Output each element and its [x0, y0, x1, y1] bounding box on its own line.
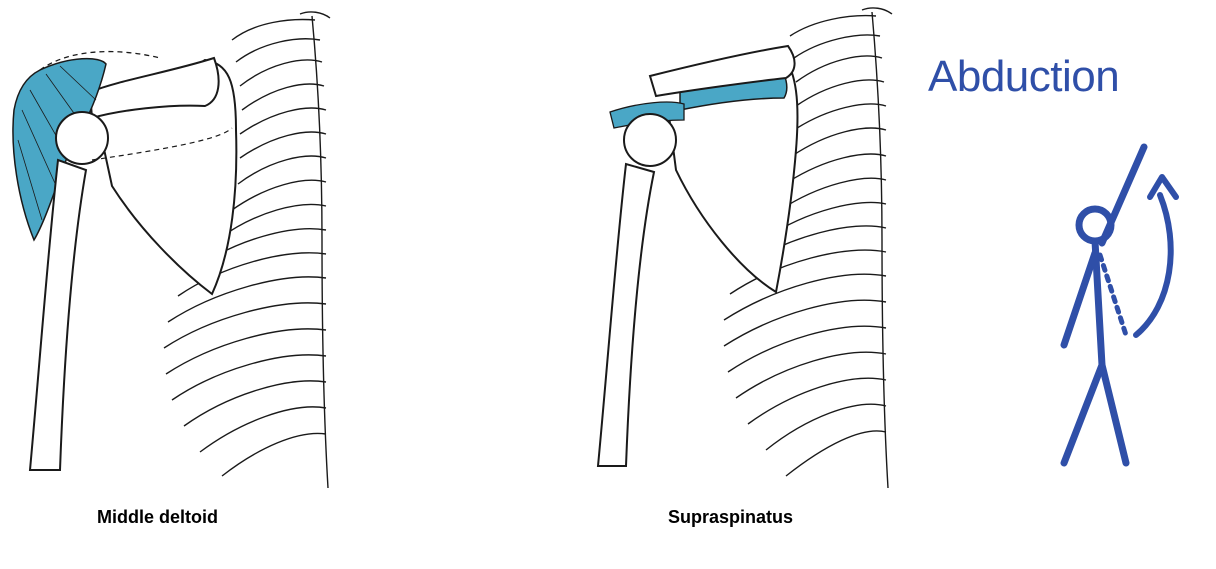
- middle-deltoid-illustration: [0, 0, 345, 500]
- stick-figure-abduction-icon: [1040, 135, 1200, 475]
- humerus-left: [28, 158, 88, 471]
- shoulder-skeleton-right: [596, 7, 893, 489]
- shoulder-skeleton-left: [12, 11, 331, 489]
- abduction-stick-figure: [1060, 143, 1179, 467]
- caption-middle-deltoid: Middle deltoid: [97, 507, 218, 527]
- abduction-title: Abduction: [928, 52, 1120, 101]
- supraspinatus-illustration: [580, 0, 910, 500]
- acromion-left: [88, 56, 220, 120]
- acromion-right: [648, 44, 796, 98]
- caption-supraspinatus: Supraspinatus: [668, 507, 794, 527]
- humerus-right: [596, 162, 656, 467]
- ribcage-left: [163, 11, 331, 489]
